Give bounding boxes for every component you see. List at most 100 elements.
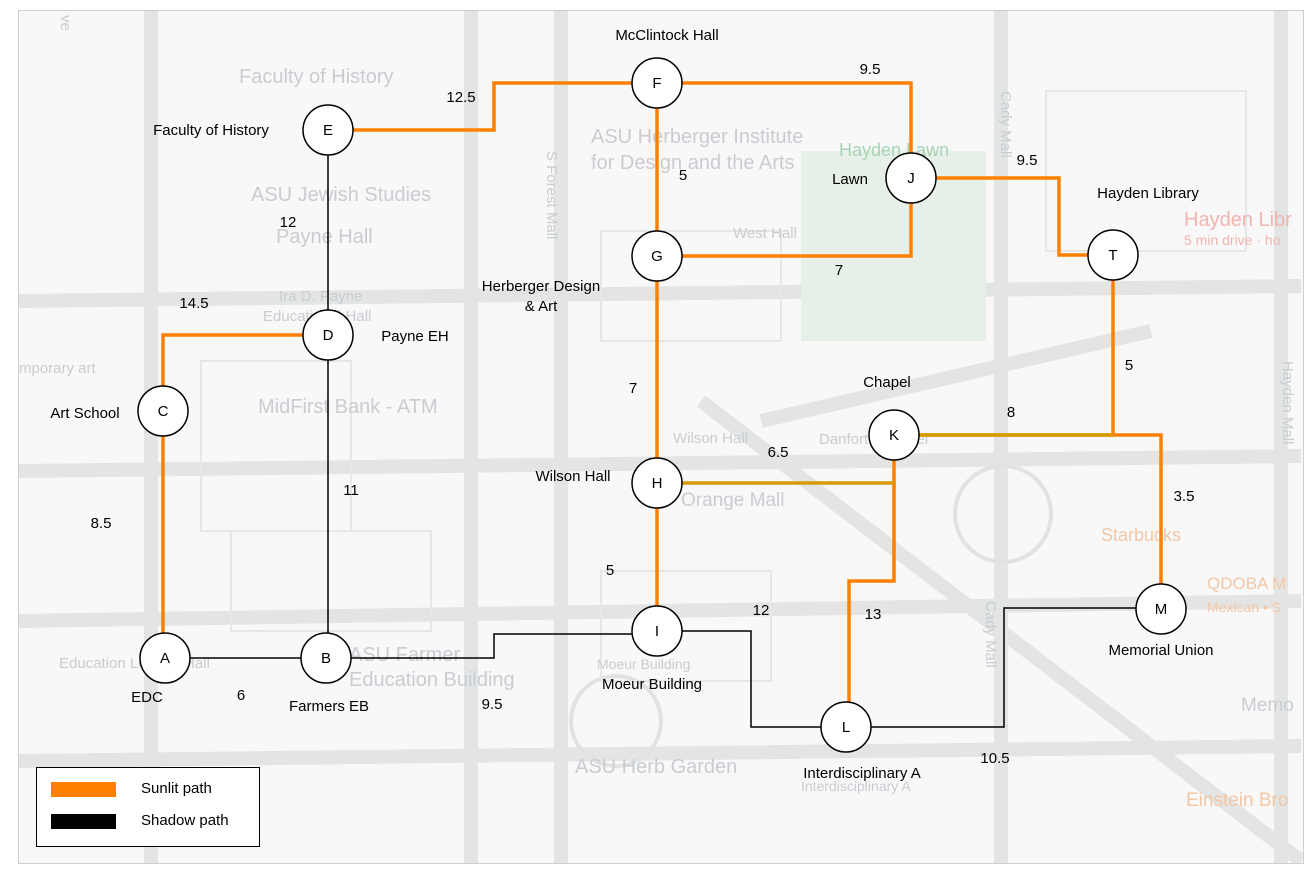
map-label: for Design and the Arts: [591, 152, 794, 174]
node-name-line: Moeur Building: [602, 676, 702, 693]
map-road: [19, 739, 1302, 768]
map-label: Einstein Bro: [1186, 790, 1288, 811]
legend-swatch-shadow: [51, 814, 116, 829]
node-letter: K: [889, 427, 899, 444]
node-letter: C: [158, 403, 169, 420]
legend: Sunlit path Shadow path: [36, 767, 260, 847]
node-f[interactable]: F McClintock Hall: [615, 27, 719, 109]
edge-t-m: [1111, 280, 1163, 584]
node-b[interactable]: B Farmers EB: [289, 632, 369, 715]
edge-weight-i-l: 12: [753, 602, 770, 619]
node-h[interactable]: H Wilson Hall: [535, 457, 683, 509]
node-circle: [631, 457, 683, 509]
map-roundabout: [953, 464, 1053, 564]
node-circle: [300, 632, 352, 684]
map-label: mporary art: [19, 360, 97, 377]
node-name-line: Faculty of History: [153, 122, 269, 139]
map-label: Payne Hall: [276, 226, 373, 248]
map-building: [230, 530, 432, 632]
node-k[interactable]: K Chapel: [863, 374, 920, 461]
node-c[interactable]: C Art School: [50, 385, 189, 437]
node-name-line: McClintock Hall: [615, 27, 718, 44]
map-label: Education Building: [349, 669, 515, 691]
map-label: S Forest Mall: [543, 151, 560, 239]
node-name: Memorial Union: [1108, 642, 1213, 659]
node-name: Hayden Library: [1097, 185, 1199, 202]
node-name-line: Herberger Design: [482, 278, 600, 295]
node-letter: A: [160, 650, 170, 667]
node-name: Farmers EB: [289, 698, 369, 715]
map-building: [1045, 90, 1247, 252]
map-label: ASU Jewish Studies: [251, 184, 431, 206]
node-name-line: Chapel: [863, 374, 911, 391]
node-circle: [868, 409, 920, 461]
map-road: [759, 324, 1153, 428]
node-i[interactable]: I Moeur Building: [602, 605, 702, 693]
node-circle: [1135, 583, 1187, 635]
node-name-line: & Art: [525, 298, 558, 315]
edge-weight-h-i: 5: [606, 562, 614, 579]
edge-weight-g-j: 7: [835, 262, 843, 279]
edge-i-l: [682, 630, 821, 728]
edge-weight-c-d: 14.5: [179, 295, 208, 312]
node-circle: [820, 701, 872, 753]
map-garden-circle: [569, 674, 663, 768]
edge-c-d: [161, 333, 303, 386]
weights-layer: 8.514.512.59.559.577553.51386.5611129.51…: [91, 61, 1195, 767]
node-name-line: Memorial Union: [1108, 642, 1213, 659]
node-name-line: Payne EH: [381, 328, 449, 345]
node-name-line: Farmers EB: [289, 698, 369, 715]
edge-g-j: [682, 203, 913, 258]
node-letter: F: [652, 75, 661, 92]
edge-weight-t-m: 5: [1125, 357, 1133, 374]
edge-weight-k-l: 13: [865, 606, 882, 623]
node-letter: I: [655, 623, 659, 640]
map-label: West Hall: [733, 225, 797, 242]
map-label: Hayden Mall: [1279, 361, 1296, 444]
edge-weight-a-c: 8.5: [91, 515, 112, 532]
node-name-line: Lawn: [832, 171, 868, 188]
legend-label-sunlit: Sunlit path: [141, 780, 212, 797]
edge-weight-l-m: 10.5: [980, 750, 1009, 767]
edge-weight-e-f: 12.5: [446, 89, 475, 106]
node-circle: [631, 57, 683, 109]
map-road: [696, 395, 1303, 863]
node-name: Wilson Hall: [535, 468, 610, 485]
node-circle: [631, 230, 683, 282]
node-name-line: Hayden Library: [1097, 185, 1199, 202]
edge-weight-d-e: 12: [280, 214, 297, 231]
node-name: Payne EH: [381, 328, 449, 345]
node-circle: [1087, 229, 1139, 281]
edge-weight-b-d: 11: [343, 482, 359, 499]
edge-e-f: [353, 81, 632, 132]
map-label: QDOBA M: [1207, 574, 1286, 593]
node-name: McClintock Hall: [615, 27, 718, 44]
node-letter: H: [652, 475, 663, 492]
node-name: Chapel: [863, 374, 911, 391]
map-label: Mexican • S: [1207, 599, 1281, 615]
node-name-line: Interdisciplinary A: [803, 765, 921, 782]
node-name-line: Wilson Hall: [535, 468, 610, 485]
edge-j-t: [936, 176, 1088, 257]
map-label: 5 min drive · ho: [1184, 232, 1281, 248]
map-label: ve: [57, 15, 74, 31]
map-label: Cady Mall: [997, 91, 1014, 158]
node-circle: [885, 152, 937, 204]
node-circle: [302, 104, 354, 156]
map-label: Faculty of History: [239, 66, 393, 88]
node-name: Art School: [50, 405, 119, 422]
map-label: MidFirst Bank - ATM: [258, 396, 438, 418]
edge-weight-f-j: 9.5: [860, 61, 881, 78]
node-letter: B: [321, 650, 331, 667]
